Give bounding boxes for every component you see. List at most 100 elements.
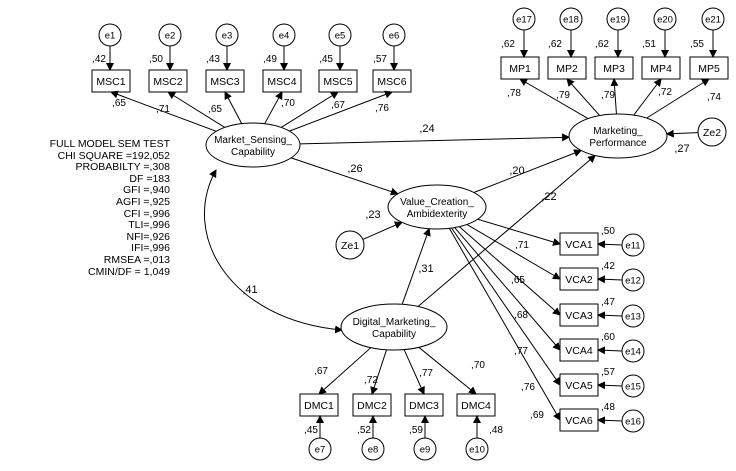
indicator-label-msc3: MSC3	[210, 76, 239, 88]
fit-line: NFI=,926	[126, 230, 170, 243]
r2-label-msc1: ,42	[92, 54, 106, 65]
r2-label-dmc4: ,48	[489, 425, 503, 436]
r2-label-dmc2: ,52	[357, 425, 371, 436]
error-label-e8: e8	[368, 445, 379, 456]
error-label-e5: e5	[335, 31, 346, 42]
fit-line: CHI SQUARE =192,052	[57, 149, 170, 162]
r2-label-vca6: ,48	[601, 402, 615, 413]
r2-label-mp2: ,62	[548, 39, 562, 50]
loading-label-msc6: ,76	[375, 103, 389, 114]
loading-arrow-vca1	[477, 218, 561, 246]
latent-sublabel-msc: Capability	[231, 147, 275, 158]
disturbance-label-ze1: Ze1	[341, 240, 359, 252]
loading-arrow-mp1	[519, 78, 589, 120]
disturbance-label-ze2: Ze2	[703, 127, 721, 139]
indicator-label-msc4: MSC4	[267, 76, 296, 88]
error-label-e13: e13	[625, 312, 641, 323]
error-label-e21: e21	[705, 15, 721, 26]
indicator-label-vca5: VCA5	[565, 380, 593, 392]
loading-label-msc4: ,70	[281, 98, 295, 109]
fit-line: RMSEA =,013	[103, 253, 170, 266]
loading-label-mp4: ,72	[658, 87, 672, 98]
latent-label-msc: Market_Sensing_	[214, 135, 292, 146]
indicator-label-vca3: VCA3	[565, 310, 593, 322]
error-arrow-e11	[597, 240, 623, 249]
loading-label-msc2: ,71	[156, 104, 170, 115]
loading-label-vca1: ,71	[515, 240, 529, 251]
loading-arrow-vca3	[458, 226, 561, 316]
r2-label-vca4: ,60	[601, 332, 615, 343]
error-label-e3: e3	[222, 31, 233, 42]
loading-label-vca2: ,65	[511, 275, 525, 286]
loading-arrow-msc5	[280, 91, 339, 128]
disturbance-arrow-ze1	[362, 221, 403, 240]
loading-label-mp1: ,78	[507, 88, 521, 99]
loading-label-mp2: ,79	[556, 90, 570, 101]
coef-msc-vca: ,26	[347, 163, 362, 175]
loading-arrow-vca4	[454, 227, 561, 351]
indicator-label-vca4: VCA4	[565, 345, 593, 357]
latent-ellipse-msc	[205, 122, 301, 168]
coef-msc-dmc-covariance: ,41	[242, 284, 257, 296]
coef-dmc-vca: ,31	[418, 263, 433, 275]
loading-arrow-dmc3	[403, 349, 425, 395]
loading-arrow-dmc1	[318, 347, 372, 395]
error-label-e4: e4	[279, 31, 290, 42]
disturbance-arrow-ze2	[665, 129, 699, 138]
r2-label-msc4: ,49	[263, 54, 277, 65]
indicator-label-mp1: MP1	[509, 63, 531, 75]
disturbance-circle-ze2	[697, 117, 727, 147]
error-label-e18: e18	[563, 15, 579, 26]
latent-sublabel-mp: Performance	[589, 138, 647, 149]
loading-label-dmc3: ,77	[419, 368, 433, 379]
fit-line: TLI=,996	[128, 219, 170, 232]
error-label-e6: e6	[389, 31, 400, 42]
loading-arrow-vca6	[448, 228, 561, 421]
loading-arrow-vca5	[451, 227, 561, 386]
r2-label-msc2: ,50	[149, 54, 163, 65]
path-msc-to-vca	[290, 157, 399, 196]
indicator-label-msc6: MSC6	[377, 76, 406, 88]
path-vca-to-mp	[473, 149, 583, 193]
r2-label-dmc1: ,45	[304, 425, 318, 436]
indicator-label-mp2: MP2	[556, 63, 578, 75]
coef-vca-mp: ,20	[509, 165, 524, 177]
r2-label-vca3: ,47	[601, 297, 615, 308]
indicator-label-dmc1: DMC1	[304, 400, 334, 412]
fit-line: PROBABILTY =,308	[75, 161, 170, 174]
covariance-msc-dmc	[204, 169, 343, 334]
disturbance-circle-ze1	[335, 230, 365, 260]
loading-label-mp5: ,74	[707, 92, 721, 103]
r2-label-ze2: ,27	[674, 143, 689, 155]
r2-label-ze1: ,23	[365, 209, 380, 221]
loading-arrow-mp5	[646, 78, 710, 119]
error-label-e20: e20	[657, 15, 673, 26]
path-dmc-to-mp	[417, 154, 596, 307]
indicator-label-vca6: VCA6	[565, 415, 593, 427]
indicator-label-vca1: VCA1	[565, 239, 593, 251]
loading-label-vca4: ,77	[514, 346, 528, 357]
latent-ellipse-dmc	[340, 303, 448, 351]
fit-line: CMIN/DF = 1,049	[88, 265, 170, 278]
error-label-e7: e7	[315, 445, 326, 456]
loading-label-msc3: ,65	[208, 104, 222, 115]
loading-arrow-msc1	[110, 90, 217, 132]
latent-ellipse-mp	[568, 113, 668, 159]
error-label-e17: e17	[516, 15, 532, 26]
loading-arrow-mp4	[633, 78, 662, 116]
error-arrow-e14	[597, 346, 623, 355]
r2-label-msc5: ,45	[319, 54, 333, 65]
latent-sublabel-vca: Ambidexterity	[407, 209, 468, 220]
loading-label-msc5: ,67	[331, 100, 345, 111]
error-label-e16: e16	[625, 417, 641, 428]
path-dmc-to-vca	[401, 227, 431, 305]
error-arrow-e15	[597, 381, 623, 390]
loading-arrow-msc3	[224, 91, 243, 124]
loading-arrow-vca2	[466, 224, 561, 280]
r2-label-msc3: ,43	[206, 54, 220, 65]
fit-line: GFI =,940	[123, 184, 170, 197]
loading-label-mp3: ,79	[601, 90, 615, 101]
indicator-label-msc2: MSC2	[153, 76, 182, 88]
r2-label-vca2: ,42	[601, 261, 615, 272]
